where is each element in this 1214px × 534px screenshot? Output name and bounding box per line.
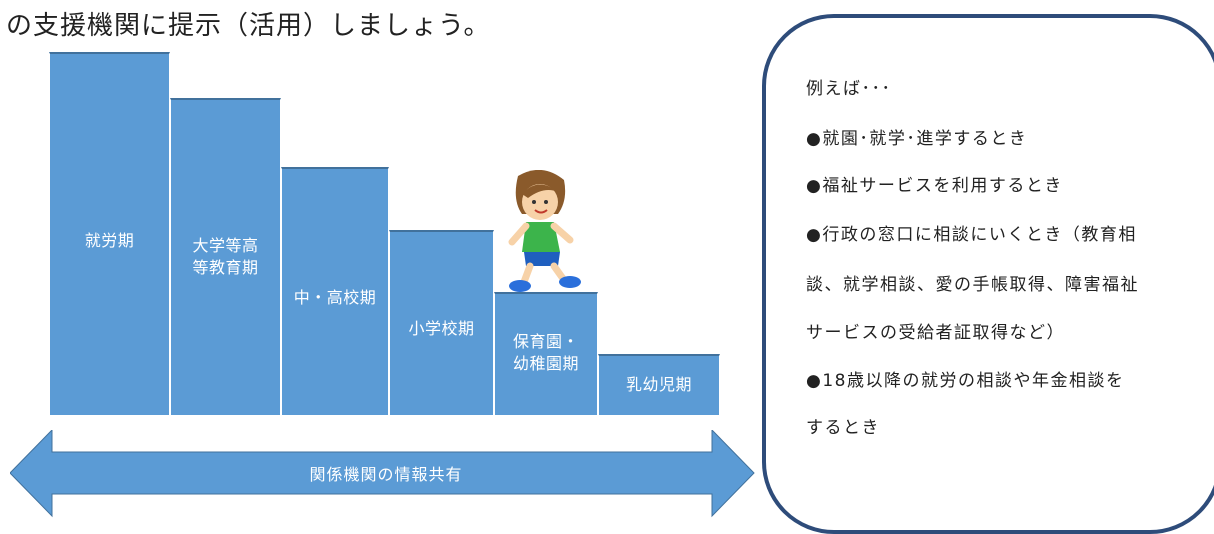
callout-line: ●福祉サービスを利用するとき [806, 176, 1063, 196]
examples-callout: 例えば･･･ ●就園･就学･進学するとき ●福祉サービスを利用するとき ●行政の… [762, 14, 1214, 534]
stage-step-higher-education: 大学等高 等教育期 [170, 98, 281, 415]
stage-step-elementary-school: 小学校期 [389, 230, 494, 415]
walking-child-illustration [498, 169, 598, 300]
information-sharing-arrow: 関係機関の情報共有 [10, 430, 762, 524]
callout-line: サービスの受給者証取得など） [806, 323, 1065, 343]
callout-line: ●18歳以降の就労の相談や年金相談を [806, 371, 1125, 391]
callout-line: 談、就学相談、愛の手帳取得、障害福祉 [806, 275, 1139, 295]
stage-label: 乳幼児期 [625, 375, 692, 394]
stage-step-employment: 就労期 [49, 52, 170, 415]
callout-line: するとき [806, 418, 880, 438]
stage-label: 就労期 [84, 231, 135, 250]
callout-line: 例えば･･･ [806, 79, 892, 99]
stage-label: 中・高校期 [293, 288, 377, 307]
arrow-label: 関係機関の情報共有 [309, 465, 463, 484]
stage-step-nursery: 保育園・ 幼稚園期 [494, 292, 598, 415]
stage-step-secondary-school: 中・高校期 [281, 167, 389, 415]
callout-line: ●行政の窓口に相談にいくとき（教育相 [806, 225, 1137, 245]
stage-label: 保育園・ 幼稚園期 [512, 332, 579, 373]
life-stage-staircase: 就労期 大学等高 等教育期 中・高校期 小学校期 保育園・ 幼稚園期 乳幼児期 [0, 0, 760, 420]
stage-label: 小学校期 [408, 319, 475, 338]
page-heading: の支援機関に提示（活用）しましょう。 [6, 11, 491, 41]
stage-step-infancy: 乳幼児期 [598, 354, 720, 415]
callout-line: ●就園･就学･進学するとき [806, 129, 1028, 149]
stage-label: 大学等高 等教育期 [192, 236, 259, 277]
